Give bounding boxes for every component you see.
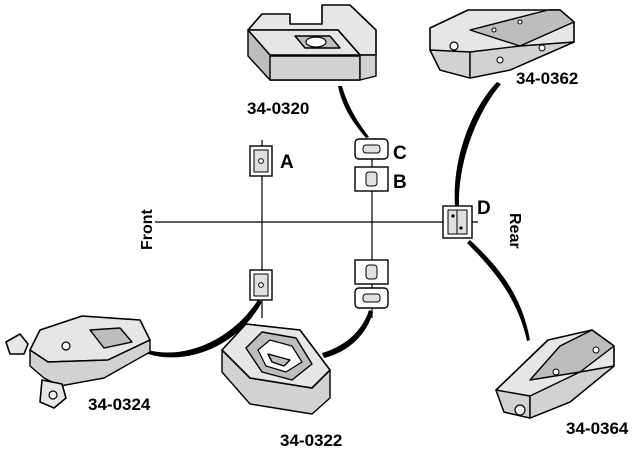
mount-c-icon (354, 138, 389, 160)
mount-b-icon (354, 166, 389, 192)
part-0324-label: 34-0324 (88, 395, 151, 414)
rear-label: Rear (506, 213, 523, 249)
mount-right-lower-icon (354, 259, 389, 309)
part-0320-icon (247, 4, 377, 81)
label-d: D (477, 198, 491, 219)
mount-front-lower-icon (249, 269, 273, 301)
label-b: B (393, 172, 407, 193)
front-label: Front (139, 208, 156, 250)
leader-0320 (338, 86, 369, 138)
mount-d-icon (442, 205, 473, 239)
leader-0364 (467, 240, 530, 341)
part-0362-label: 34-0362 (516, 69, 578, 88)
part-0364-label: 34-0364 (566, 419, 629, 438)
mount-a-icon (249, 145, 273, 177)
part-0324-icon (5, 315, 151, 409)
leader-0322 (322, 310, 373, 358)
part-0322-label: 34-0322 (280, 431, 342, 450)
part-0362-icon (429, 9, 575, 79)
part-0364-icon (495, 329, 615, 419)
label-c: C (393, 143, 407, 164)
label-a: A (280, 152, 294, 173)
part-0322-icon (221, 323, 331, 415)
leader-0362 (454, 82, 501, 206)
part-0320-label: 34-0320 (247, 99, 309, 118)
leader-0324 (148, 300, 262, 358)
